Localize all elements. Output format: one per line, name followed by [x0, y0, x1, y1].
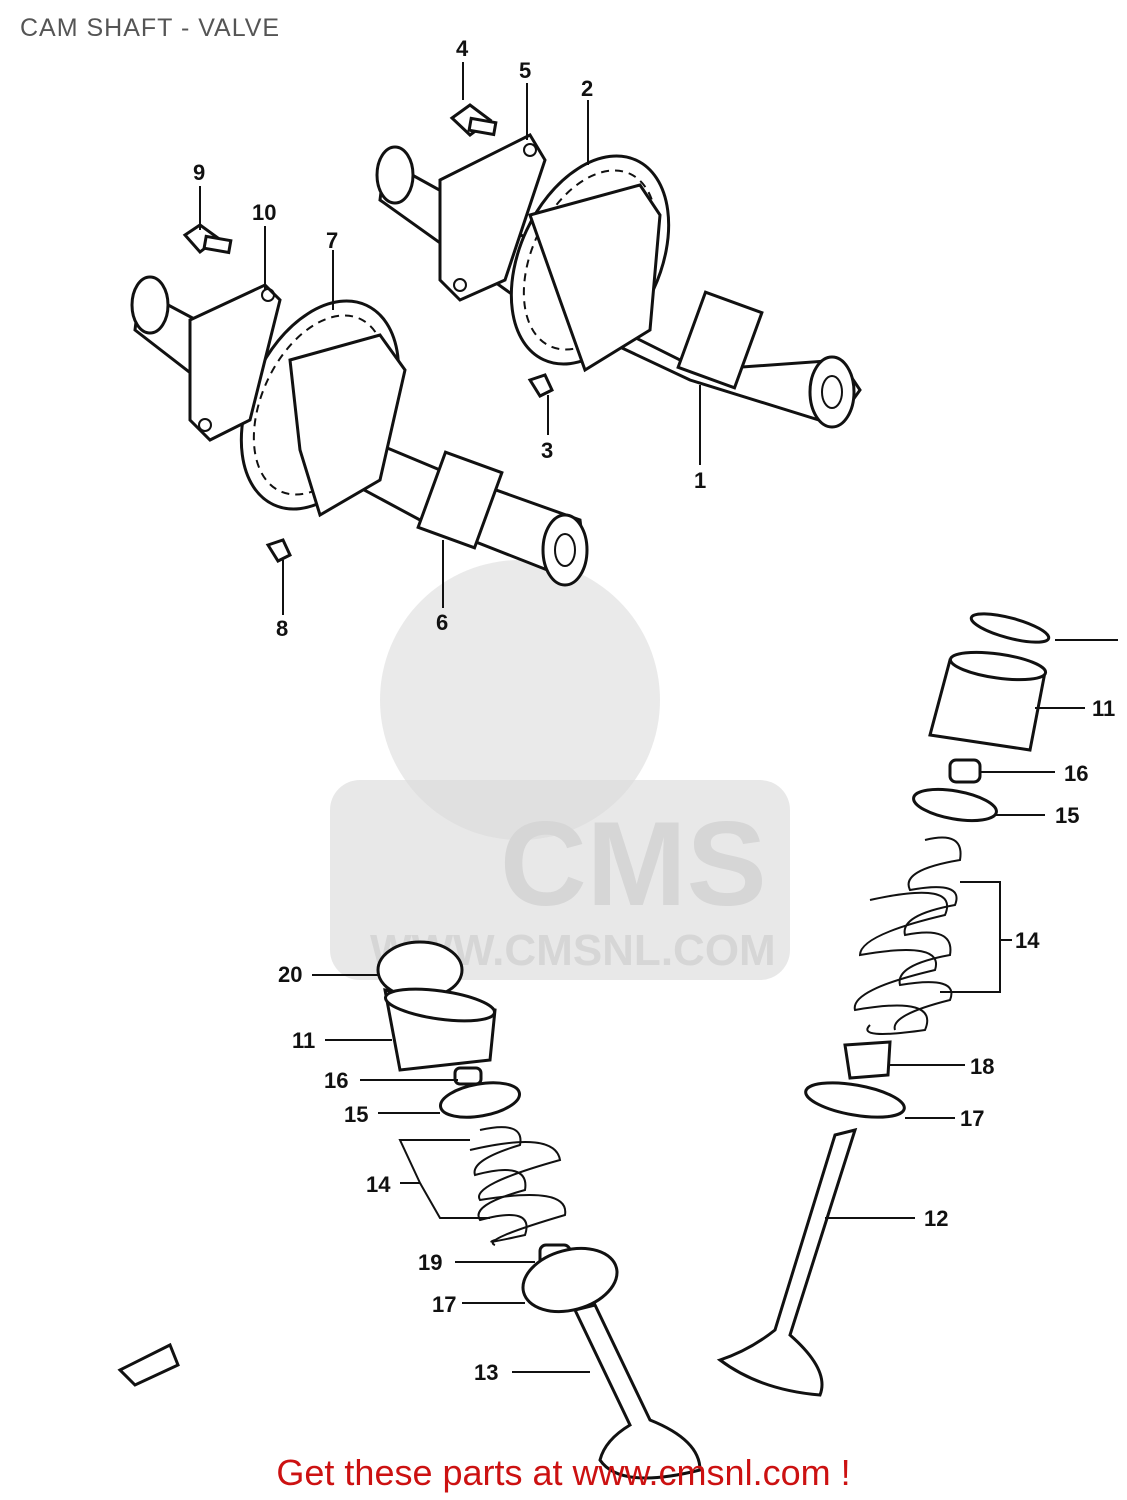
callout-20: 20	[278, 962, 302, 987]
callout-5: 5	[519, 58, 531, 83]
camshaft-upper	[375, 103, 862, 429]
valve-assembly-right	[716, 612, 1051, 1397]
page-title: CAM SHAFT - VALVE	[20, 14, 281, 42]
callout-18: 18	[970, 1054, 994, 1079]
callout-labels: 1 2 3 4 5 6 7 8 9 10 11 11 12 13 14 14 1…	[193, 36, 1115, 1385]
callout-6: 6	[436, 610, 448, 635]
callout-15-right: 15	[1055, 803, 1079, 828]
callout-11-left: 11	[292, 1028, 315, 1053]
callout-1: 1	[694, 468, 706, 493]
leader-lines	[199, 62, 1118, 1373]
callout-8: 8	[276, 616, 288, 641]
callout-14-left: 14	[366, 1172, 391, 1197]
callout-16-left: 16	[324, 1068, 348, 1093]
callout-10: 10	[252, 200, 276, 225]
callout-3: 3	[541, 438, 553, 463]
callout-16-right: 16	[1064, 761, 1088, 786]
watermark-brand: CMS	[500, 797, 767, 931]
callout-15-left: 15	[344, 1102, 368, 1127]
camshaft-lower	[130, 223, 589, 587]
callout-19: 19	[418, 1250, 442, 1275]
callout-11-right: 11	[1092, 696, 1115, 721]
callout-4: 4	[456, 36, 469, 61]
watermark-logo: CMS WWW.CMSNL.COM	[330, 560, 790, 980]
footer-link[interactable]: Get these parts at www.cmsnl.com !	[276, 1452, 851, 1493]
callout-14-right: 14	[1015, 928, 1040, 953]
callout-12: 12	[924, 1206, 948, 1231]
callout-9: 9	[193, 160, 205, 185]
valve-assembly-left	[376, 940, 702, 1480]
callout-17-right: 17	[960, 1106, 984, 1131]
front-arrow-icon	[117, 1342, 180, 1387]
callout-2: 2	[581, 76, 593, 101]
callout-17-left: 17	[432, 1292, 456, 1317]
callout-13: 13	[474, 1360, 498, 1385]
callout-7: 7	[326, 228, 338, 253]
